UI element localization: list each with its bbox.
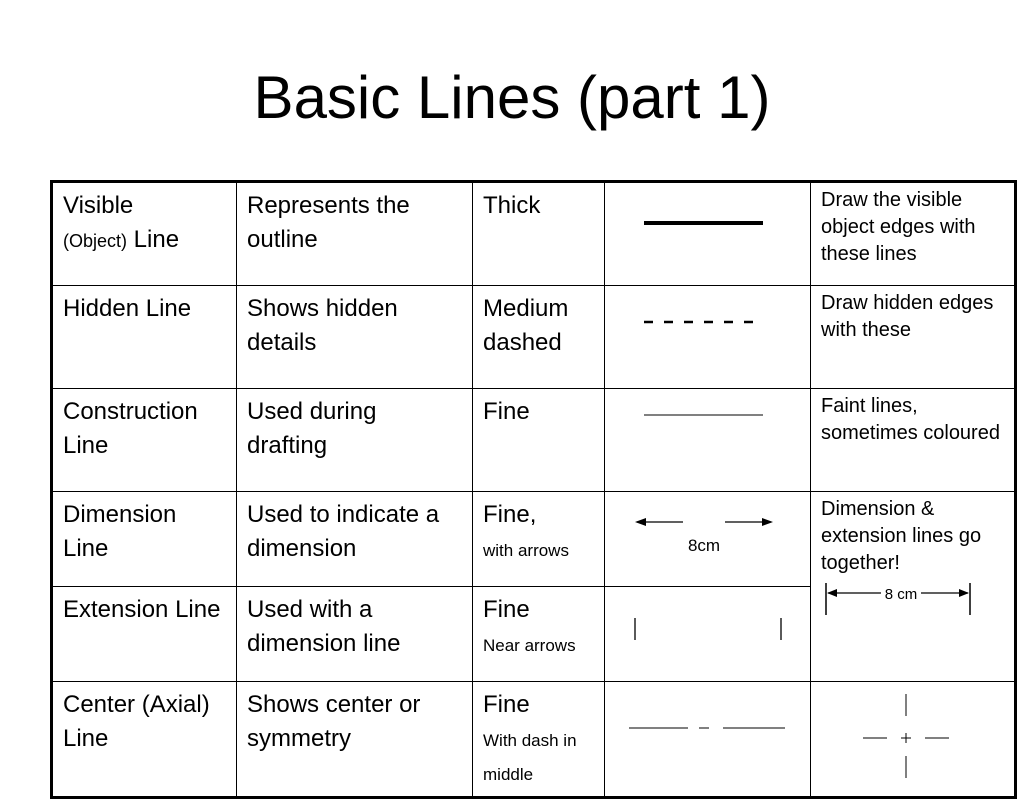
line-note: Draw the visible object edges with these… <box>810 181 1016 286</box>
line-description: Represents the outline <box>236 181 473 286</box>
line-types-table: Visible (Object) Line Represents the out… <box>50 180 1017 799</box>
table-row: Dimension Line Used to indicate a dimens… <box>51 491 1016 682</box>
line-weight-cell: Fine Near arrows <box>472 586 605 682</box>
dimension-extension-sample: 8 cm <box>825 583 971 615</box>
line-sample-cell <box>604 285 811 389</box>
line-sample-cell: 8cm <box>604 491 811 587</box>
line-weight-cell: Fine, with arrows <box>472 491 605 587</box>
line-weight: Medium dashed <box>472 285 605 389</box>
table-row: Construction Line Used during drafting F… <box>51 388 1016 492</box>
line-description: Used with a dimension line <box>236 586 473 682</box>
line-name: Dimension Line <box>51 491 237 587</box>
line-note: Dimension & extension lines go together! <box>821 498 982 574</box>
line-sample-cell <box>604 681 811 798</box>
line-name: Center (Axial) Line <box>51 681 237 798</box>
dashed-line-sample <box>644 320 755 324</box>
line-sample-cell <box>604 388 811 492</box>
line-weight: Thick <box>472 181 605 286</box>
line-note-cell: Dimension & extension lines go together!… <box>810 491 1016 682</box>
line-description: Used during drafting <box>236 388 473 492</box>
line-name-tail: Line <box>127 226 180 253</box>
line-weight-note: Near arrows <box>483 636 576 655</box>
line-weight: Fine <box>472 388 605 492</box>
line-name: Construction Line <box>51 388 237 492</box>
line-name-cell: Visible (Object) Line <box>51 181 237 286</box>
table-row: Center (Axial) Line Shows center or symm… <box>51 681 1016 798</box>
center-line-sample <box>629 727 785 729</box>
line-weight-note: with arrows <box>483 541 569 560</box>
line-sample-cell <box>810 681 1016 798</box>
dimension-line-sample: 8cm <box>635 518 773 555</box>
line-description: Used to indicate a dimension <box>236 491 473 587</box>
line-description: Shows hidden details <box>236 285 473 389</box>
line-name-qualifier: (Object) <box>63 231 128 251</box>
line-note: Draw hidden edges with these <box>810 285 1016 389</box>
line-name: Visible <box>63 192 134 219</box>
line-weight: Fine <box>483 691 530 718</box>
extension-line-sample <box>634 618 782 640</box>
thick-line-sample <box>644 221 763 225</box>
line-note: Faint lines, sometimes coloured <box>810 388 1016 492</box>
fine-line-sample <box>644 414 763 416</box>
table-row: Extension Line Used with a dimension lin… <box>51 586 1016 682</box>
line-weight-note: With dash in middle <box>483 731 577 784</box>
line-name: Hidden Line <box>51 285 237 389</box>
table-row: Hidden Line Shows hidden details Medium … <box>51 285 1016 389</box>
center-mark-sample <box>863 694 949 778</box>
dimension-extension-label: 8 cm <box>885 586 918 603</box>
dimension-label: 8cm <box>688 536 720 555</box>
line-description: Shows center or symmetry <box>236 681 473 798</box>
line-weight-cell: Fine With dash in middle <box>472 681 605 798</box>
line-name: Extension Line <box>51 586 237 682</box>
slide-title: Basic Lines (part 1) <box>253 64 771 131</box>
line-weight: Fine <box>483 596 530 623</box>
line-weight: Fine, <box>483 501 537 528</box>
table-row: Visible (Object) Line Represents the out… <box>51 181 1016 286</box>
line-sample-cell <box>604 586 811 682</box>
line-sample-cell <box>604 181 811 286</box>
